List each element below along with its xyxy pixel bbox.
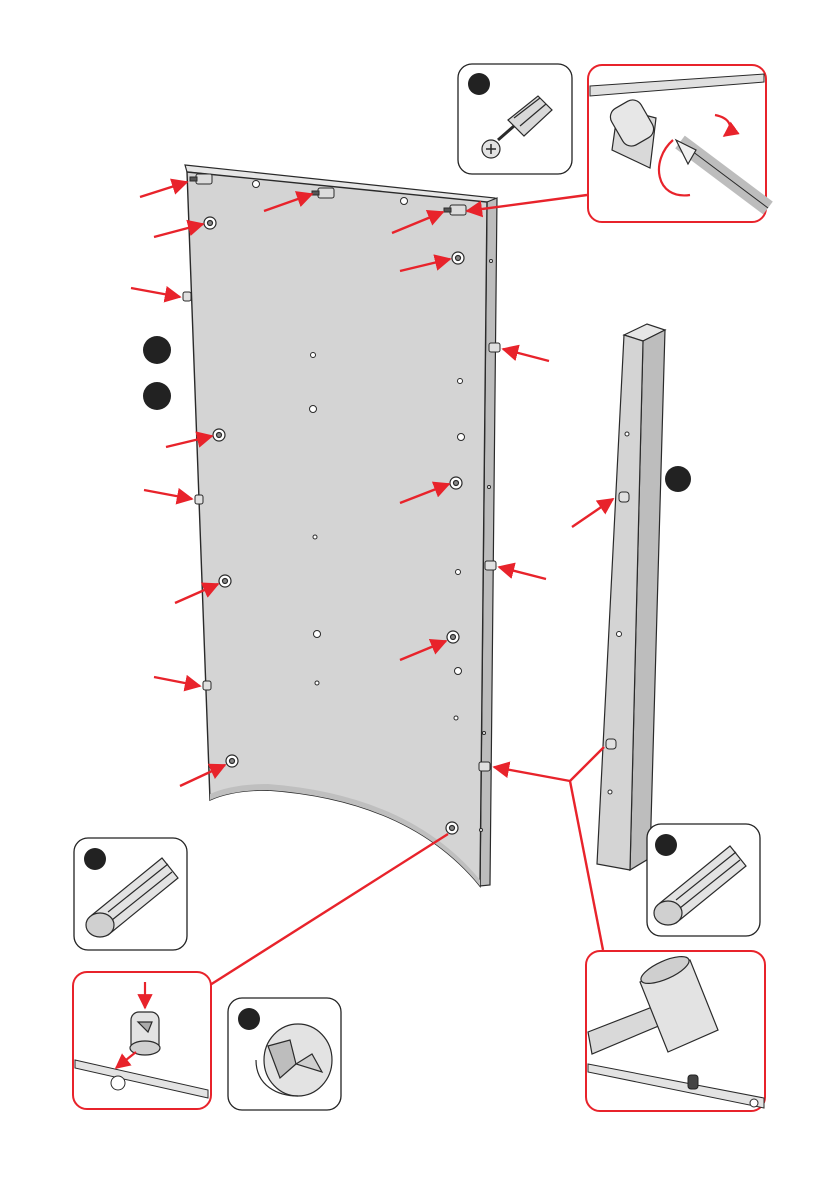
hammer-dowel	[688, 1075, 698, 1089]
inset-cam-screw	[458, 64, 572, 174]
long-panel	[185, 165, 497, 886]
inset-cam-lock	[228, 998, 341, 1110]
inset-cam-insert	[73, 972, 211, 1109]
inset-badge	[468, 73, 490, 95]
cam-lock-small-icon	[130, 1012, 160, 1055]
step-badge-1	[143, 336, 171, 364]
inset-dowel-right	[647, 824, 760, 936]
inset-dowel-left	[74, 838, 187, 950]
step-badge-2	[143, 382, 171, 410]
step-badge-3	[665, 466, 691, 492]
inset-screwdriver	[588, 65, 768, 222]
side-leg	[597, 324, 665, 870]
inset-hammer	[586, 951, 765, 1111]
